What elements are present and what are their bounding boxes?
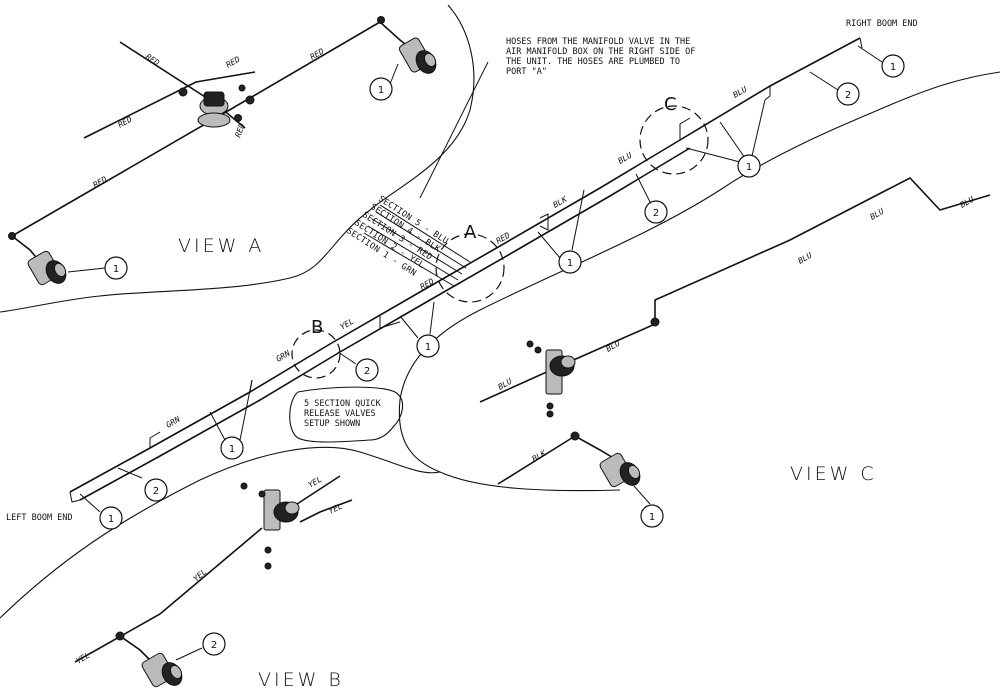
view-b-label-yel-3: YEL (192, 567, 209, 583)
view-a-hose-label-4: RED (117, 115, 134, 130)
view-b-yel-hose-side (299, 499, 353, 523)
view-b-yel-hose-main (74, 527, 263, 663)
view-a-hose-label-2: RED (225, 55, 242, 70)
view-c-callout-1-text: 1 (649, 512, 655, 523)
view-a-callout-1-top-text: 1 (378, 85, 384, 96)
boom-label-blu-1: BLU (617, 151, 634, 166)
view-c-label-blk: BLK (531, 448, 549, 464)
view-b-title: VIEW B (258, 669, 344, 691)
main-boom: GRN GRN YEL RED RED BLK BLU BLU SECTION … (6, 19, 918, 530)
view-c-blk-hose (497, 435, 621, 485)
view-c-label-blu-3: BLU (797, 251, 814, 266)
view-c-label-blu-1: BLU (497, 377, 514, 392)
manifold-note: HOSES FROM THE MANIFOLD VALVE IN THE AIR… (506, 37, 695, 77)
view-a-hose-label-1: RED (144, 52, 161, 68)
view-a-quick-release-valve-bottom (27, 250, 67, 286)
setup-note-line-3: SETUP SHOWN (304, 419, 360, 429)
view-b-callout-2-text: 2 (211, 640, 217, 651)
detail-a-circle (435, 233, 505, 303)
setup-note-line-1: 5 SECTION QUICK (304, 399, 382, 409)
view-a-hose-label-6: RED (233, 122, 246, 139)
boom-callout-1-c-text: 1 (567, 258, 573, 269)
boom-label-grn-2: GRN (275, 349, 292, 364)
setup-note: 5 SECTION QUICK RELEASE VALVES SETUP SHO… (304, 399, 382, 429)
boom-callout-2-c-text: 2 (653, 208, 659, 219)
detail-b-label: B (311, 317, 323, 338)
boom-callout-2-b (355, 358, 379, 382)
boom-callout-1-a-text: 1 (229, 444, 235, 455)
right-boom-callout-2-text: 2 (845, 90, 851, 101)
detail-b-circle (291, 329, 341, 379)
right-boom-callout-1-text: 1 (890, 62, 896, 73)
view-a-quick-release-valve-top (398, 37, 437, 74)
view-c-valve-bracket (526, 340, 576, 418)
view-a-manifold-valve (178, 84, 255, 128)
left-boom-callout-1-text: 1 (108, 514, 114, 525)
view-b-yel-hose-upper (293, 475, 341, 507)
boom-label-grn-1: GRN (165, 415, 182, 430)
boom-callout-1-a (220, 436, 244, 460)
view-c-callout-1 (640, 504, 664, 528)
view-b-callout-2 (202, 632, 226, 656)
boom-label-blu-2: BLU (732, 85, 749, 100)
view-b-quick-release-valve (141, 652, 183, 688)
view-c-label-blu-4: BLU (869, 207, 886, 222)
view-a-callout-1-top (369, 77, 393, 101)
view-b-label-yel-4: YEL (75, 651, 92, 666)
left-boom-callout-2 (144, 478, 168, 502)
manifold-note-line-4: PORT "A" (506, 67, 547, 77)
boom-callout-1-d (737, 154, 761, 178)
setup-note-line-2: RELEASE VALVES (304, 409, 376, 419)
manifold-note-line-3: THE UNIT. THE HOSES ARE PLUMBED TO (506, 57, 680, 67)
view-c-label-blu-5: BLU (959, 195, 976, 210)
boom-callout-1-d-text: 1 (746, 162, 752, 173)
view-b: 2 YEL YEL YEL YEL VIEW B (75, 475, 353, 691)
boom-label-red: RED (419, 277, 436, 292)
boom-callout-1-b (416, 334, 440, 358)
left-boom-callout-2-text: 2 (153, 486, 159, 497)
detail-a-label: A (464, 222, 477, 243)
view-c-quick-release-valve (599, 452, 641, 488)
view-b-zone-outline (0, 446, 441, 619)
view-c-title: VIEW C (790, 463, 877, 485)
left-boom-end-label: LEFT BOOM END (6, 513, 73, 523)
view-c-zone-outline (398, 71, 1000, 492)
boom-callout-1-b-text: 1 (425, 342, 431, 353)
view-a-zone-outline (0, 4, 475, 313)
boom-callout-2-b-text: 2 (364, 366, 370, 377)
view-b-valve-bracket (240, 482, 300, 570)
boom-label-yel: YEL (339, 317, 356, 332)
detail-c-circle (639, 105, 709, 175)
view-a-callout-1-bottom (104, 256, 128, 280)
right-boom-callout-2 (836, 82, 860, 106)
manifold-note-line-2: AIR MANIFOLD BOX ON THE RIGHT SIDE OF (506, 47, 695, 57)
view-c-label-blu-2: BLU (605, 339, 622, 354)
view-a-title: VIEW A (178, 235, 264, 257)
setup-note-bubble (289, 386, 404, 443)
boom-callout-1-c (558, 250, 582, 274)
view-c: 1 BLU BLU BLU BLU BLU BLK VIEW C (479, 177, 991, 528)
right-boom-end-label: RIGHT BOOM END (846, 19, 918, 29)
boom-hose-upper (69, 37, 861, 493)
view-a-hose-label-5: RED (92, 175, 109, 190)
left-boom-callout-1 (99, 506, 123, 530)
view-c-blu-hose-upper (654, 177, 991, 322)
view-a-callout-1-bottom-text: 1 (113, 264, 119, 275)
boom-callout-2-c (644, 200, 668, 224)
detail-c-label: C (664, 94, 677, 115)
manifold-note-line-1: HOSES FROM THE MANIFOLD VALVE IN THE (506, 37, 690, 47)
right-boom-callout-1 (881, 54, 905, 78)
